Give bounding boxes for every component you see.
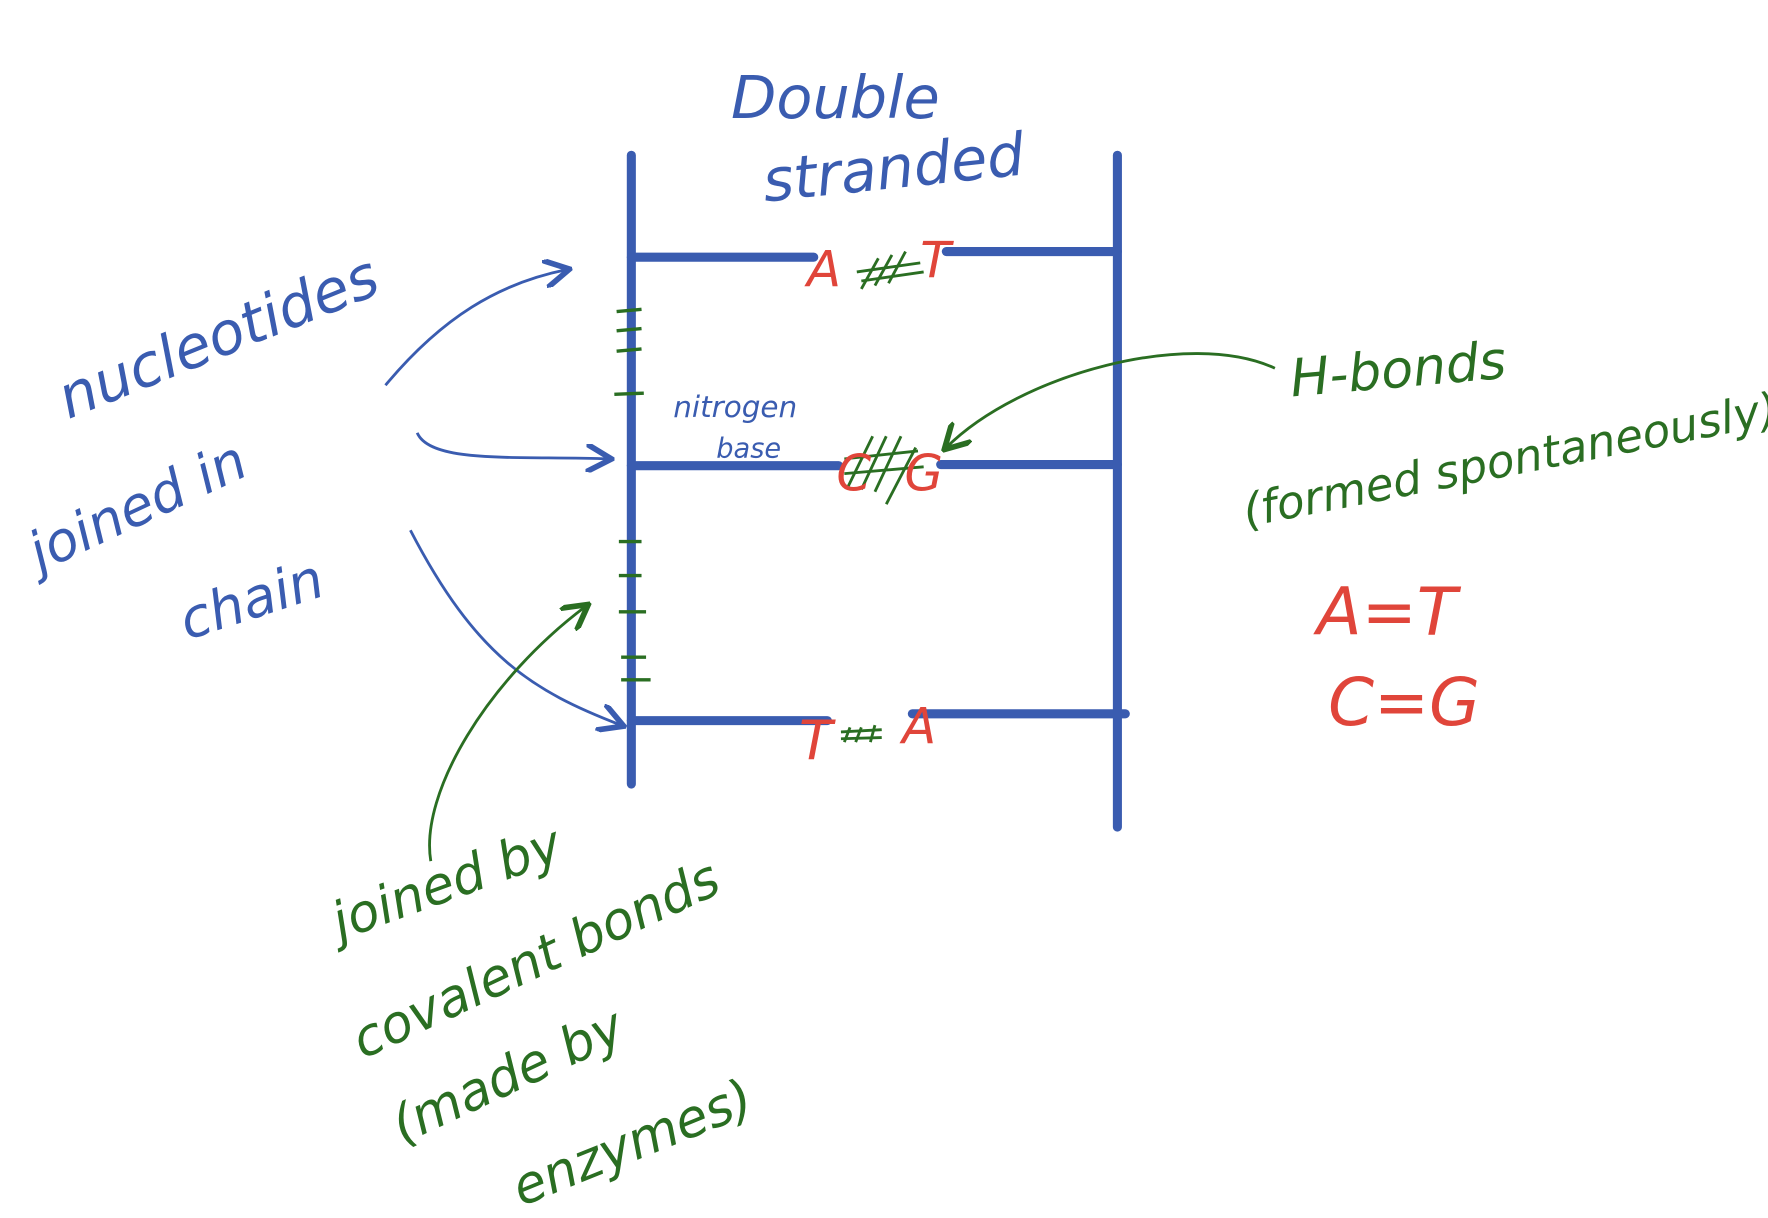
arrow-to-rung-2 xyxy=(415,432,608,459)
rule-c-g: C=G xyxy=(1328,665,1480,741)
chain-line: chain xyxy=(172,547,332,652)
arrow-to-rung-1 xyxy=(384,270,566,387)
arrow-to-rung-3 xyxy=(409,529,621,725)
base-pair-1-right: T xyxy=(920,232,954,290)
nucleotides-line: nucleotides xyxy=(48,241,389,432)
rule-a-t: A=T xyxy=(1313,574,1462,650)
base-label: base xyxy=(716,434,781,465)
nitrogen-label: nitrogen xyxy=(673,390,797,424)
arrow-to-hbond xyxy=(946,352,1276,448)
arrow-to-covalent xyxy=(428,606,586,862)
covalent-bond-ticks xyxy=(614,307,651,682)
title-line-1: Double xyxy=(731,63,940,132)
base-pair-1-left: A xyxy=(804,241,841,299)
hydrogen-bond-hashes xyxy=(840,250,924,743)
base-pair-2-right: G xyxy=(904,445,943,503)
hbonds-label: H-bonds xyxy=(1288,331,1509,410)
base-pair-2-left: C xyxy=(836,445,871,503)
title-line-2: stranded xyxy=(759,119,1028,215)
base-pair-3-right: A xyxy=(899,697,936,755)
joined-in-line: joined in xyxy=(12,428,256,586)
base-pair-3-left: T xyxy=(799,709,836,772)
